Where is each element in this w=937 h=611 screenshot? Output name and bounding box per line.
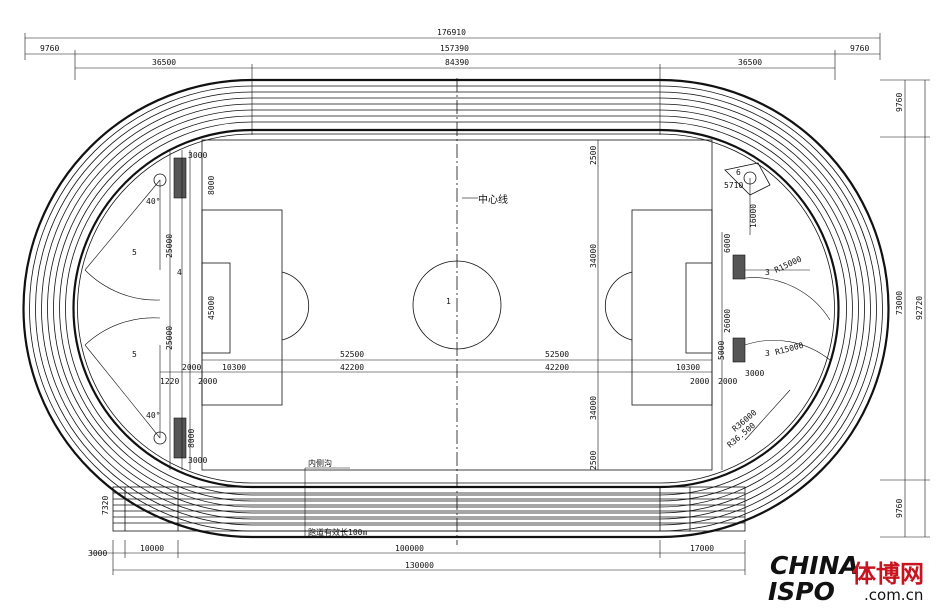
dim-right-6000: 6000 — [723, 234, 732, 253]
area-label-6: 6 — [736, 168, 741, 177]
dim-goal-right: 10300 — [676, 363, 700, 372]
label-lane-note: 跑道有效长100m — [308, 527, 367, 537]
dim-bottom-end: 2500 — [589, 451, 598, 470]
label-inner-edge: 内侧沟 — [308, 458, 332, 468]
dim-right-mid: 73000 — [895, 291, 904, 315]
sprint-straight: 7320 跑道有效长100m 内侧沟 — [101, 458, 746, 537]
left-end-area: 5 5 4 40° 40° 3000 3000 8000 8000 25000 … — [84, 150, 217, 470]
dim-right-bottom: 9760 — [895, 499, 904, 518]
dim-pen-right: 42200 — [545, 363, 569, 372]
football-field: 1 中心线 52500 52500 10300 42200 42200 1030… — [160, 78, 713, 545]
bottom-dimensions: 3000 10000 100000 17000 130000 — [88, 540, 746, 575]
dim-left-3000-bot: 3000 — [188, 456, 207, 465]
dim-right-top: 9760 — [895, 93, 904, 112]
dim-left-2000-b: 2000 — [198, 377, 217, 386]
dim-right-16000: 16000 — [749, 204, 758, 228]
dim-right-arc: 36500 — [738, 58, 762, 67]
area-label-5b: 5 — [132, 350, 137, 359]
dim-right-3000: 3000 — [745, 369, 764, 378]
label-center-line: 中心线 — [478, 193, 508, 206]
dim-right-margin: 9760 — [850, 44, 869, 53]
top-dimensions: 176910 9760 157390 9760 36500 84390 3650… — [24, 28, 881, 135]
dim-bottom-total: 130000 — [405, 561, 434, 570]
dim-right-total: 92720 — [915, 296, 924, 320]
watermark-china: CHINA — [770, 551, 859, 580]
dim-bottom-c: 100000 — [395, 544, 424, 553]
watermark-url: .com.cn — [864, 586, 923, 604]
area-label-3b: 3 — [765, 349, 770, 358]
dim-right-r15000-b: R15000 — [774, 341, 804, 357]
right-dimensions: 9760 73000 92720 9760 — [880, 79, 930, 538]
dim-right-2000: 2000 — [690, 377, 709, 386]
area-label-4: 4 — [177, 268, 182, 277]
running-track — [22, 78, 890, 539]
dim-lane-width: 7320 — [101, 496, 110, 515]
dim-top-end: 2500 — [589, 146, 598, 165]
dim-bottom-a: 3000 — [88, 549, 107, 558]
dim-right-5000: 5000 — [717, 341, 726, 360]
dim-half-left: 52500 — [340, 350, 364, 359]
area-label-5a: 5 — [132, 248, 137, 257]
dim-bottom-d: 17000 — [690, 544, 714, 553]
dim-left-margin: 9760 — [40, 44, 59, 53]
dim-left-25000-b: 25000 — [165, 326, 174, 350]
dim-width-bottom: 34000 — [589, 396, 598, 420]
dim-left-8000-top: 8000 — [207, 176, 216, 195]
dim-half-right: 52500 — [545, 350, 569, 359]
dim-left-2000: 2000 — [182, 363, 201, 372]
dim-right-r15000-a: R15000 — [773, 254, 803, 274]
dim-right-2000-b: 2000 — [718, 377, 737, 386]
area-label-3a: 3 — [765, 268, 770, 277]
dim-left-8000-bot: 8000 — [187, 429, 196, 448]
dim-right-26000: 26000 — [723, 309, 732, 333]
dim-inner-width: 157390 — [440, 44, 469, 53]
dim-angle-bot: 40° — [146, 411, 160, 420]
dim-bottom-b: 10000 — [140, 544, 164, 553]
dim-total-width: 176910 — [437, 28, 466, 37]
dim-left-3000-top: 3000 — [188, 151, 207, 160]
dim-left-arc: 36500 — [152, 58, 176, 67]
dim-left-25000-a: 25000 — [165, 234, 174, 258]
watermark-logo: CHINA ISPO 体博网 .com.cn — [768, 551, 924, 606]
dim-pen-left: 42200 — [340, 363, 364, 372]
dim-goal-left: 10300 — [222, 363, 246, 372]
watermark-cn-name: 体博网 — [852, 560, 924, 588]
dim-left-1220: 1220 — [160, 377, 179, 386]
dim-angle-top: 40° — [146, 197, 160, 206]
watermark-ispo: ISPO — [768, 577, 835, 606]
dim-right-5710: 5710 — [724, 181, 743, 190]
dim-straight: 84390 — [445, 58, 469, 67]
area-label-1: 1 — [446, 297, 451, 306]
dim-width-top: 34000 — [589, 244, 598, 268]
dim-left-45000: 45000 — [207, 296, 216, 320]
